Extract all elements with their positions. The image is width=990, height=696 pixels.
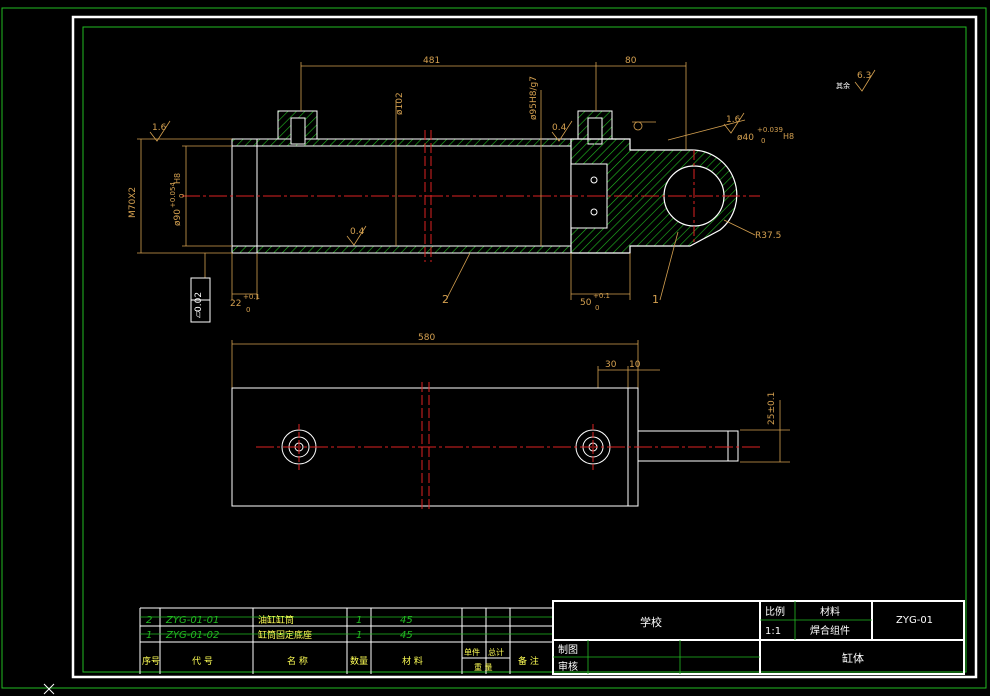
- row1-code: ZYG-01-02: [165, 630, 219, 641]
- dim-22-tol-up: +0.1: [243, 293, 260, 301]
- title-block-inner: [553, 601, 872, 674]
- weld-symbol: [632, 121, 656, 131]
- row2-seq: 2: [146, 615, 152, 626]
- slot-hole-upper: [590, 176, 598, 184]
- dim-dia-90-tol-lo: 0: [178, 194, 186, 198]
- hdr-note: 备 注: [518, 655, 539, 667]
- dim-30: 30: [605, 360, 617, 370]
- port-hole-left: [290, 117, 306, 145]
- row1-seq: 1: [146, 630, 152, 641]
- dim-10: 10: [629, 360, 641, 370]
- inner-frame: [82, 26, 967, 673]
- viewport-border: [1, 7, 987, 689]
- row1-material: 45: [400, 630, 413, 641]
- slot-hole-lower: [590, 208, 598, 216]
- drawing-frame: [71, 15, 978, 679]
- dim-80: 80: [625, 56, 637, 66]
- tb-scale-label: 比例: [765, 605, 785, 618]
- dim-22: 22: [230, 299, 241, 309]
- hdr-qty: 数量: [350, 655, 368, 667]
- dim-dia-40-tol-lo: 0: [761, 137, 765, 145]
- tolerance-frame: ▱: [190, 277, 211, 323]
- dim-dia-90-fit: H8: [173, 173, 182, 184]
- dim-25: 25±0.1: [767, 392, 777, 425]
- tb-school: 学校: [640, 615, 662, 629]
- dim-dia-40-fit: H8: [783, 132, 794, 141]
- hdr-material: 材 料: [402, 655, 423, 667]
- dim-50-tol-up: +0.1: [593, 292, 610, 300]
- dim-dia-40: ø40: [737, 133, 754, 143]
- hdr-total: 总计: [488, 647, 504, 657]
- roughness-rest-value: 6.3: [857, 71, 871, 81]
- roughness-mid-lower: 0.4: [350, 227, 365, 237]
- hdr-name: 名 称: [287, 655, 308, 667]
- dim-481: 481: [423, 56, 440, 66]
- hdr-weight: 重 量: [474, 662, 493, 672]
- crosshair-icon: [43, 683, 55, 695]
- row2-code: ZYG-01-01: [165, 615, 219, 626]
- balloon-part-2: 2: [442, 293, 449, 306]
- top-dimensions: [137, 62, 790, 463]
- dim-dia-102: ø102: [395, 92, 405, 115]
- row2-qty: 1: [356, 615, 362, 626]
- hdr-unit: 单件: [464, 647, 480, 657]
- dim-dia-90-tol-up: +0.054: [169, 182, 177, 208]
- tb-checked-label: 审核: [558, 660, 578, 673]
- roughness-symbols: [149, 69, 876, 246]
- section-view: [182, 110, 760, 262]
- dim-50-tol-lo: 0: [595, 304, 599, 312]
- tb-drawn-label: 制图: [558, 643, 578, 656]
- tb-material-label: 材料: [820, 605, 840, 618]
- row1-name: 缸筒固定底座: [258, 629, 312, 641]
- row2-material: 45: [400, 615, 413, 626]
- hdr-seq: 序号: [142, 655, 160, 667]
- lower-wall: [256, 245, 572, 254]
- dim-580: 580: [418, 333, 435, 343]
- row2-name: 油缸缸筒: [258, 614, 294, 626]
- title-block: [552, 600, 965, 675]
- dim-22-tol-lo: 0: [246, 306, 250, 314]
- roughness-left: 1.6: [152, 123, 167, 133]
- balloon-part-1: 1: [652, 293, 659, 306]
- tb-drawing-no: ZYG-01: [896, 615, 933, 626]
- dim-dia-40-tol-up: +0.039: [757, 126, 783, 134]
- row1-qty: 1: [356, 630, 362, 641]
- tb-material-value: 焊合组件: [810, 624, 850, 637]
- dim-dia-95: ø95H8/g7: [529, 76, 539, 120]
- parts-list-grid-green: [140, 616, 553, 635]
- dim-dia-90: ø90: [173, 209, 183, 226]
- flatness-symbol: ▱: [193, 310, 204, 318]
- parts-list: [139, 607, 553, 674]
- tolerance-value: 0.02: [194, 292, 204, 312]
- roughness-rest-label: 其余: [836, 81, 850, 90]
- dim-50: 50: [580, 298, 592, 308]
- roughness-right: 1.6: [726, 115, 741, 125]
- roughness-mid-upper: 0.4: [552, 123, 567, 133]
- dim-radius: R37.5: [755, 231, 781, 241]
- dim-thread: M70X2: [128, 187, 138, 218]
- tb-part-name: 缸体: [842, 651, 864, 665]
- tb-scale-value: 1:1: [765, 626, 781, 637]
- hdr-code: 代 号: [192, 656, 213, 667]
